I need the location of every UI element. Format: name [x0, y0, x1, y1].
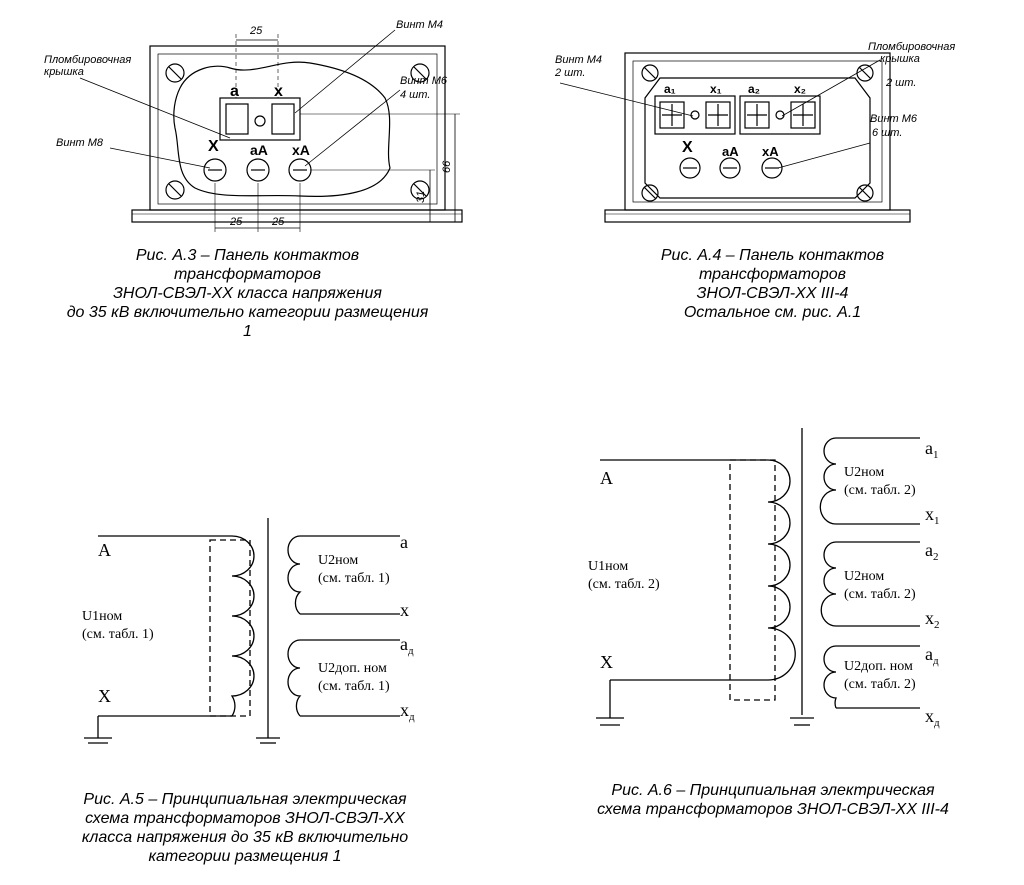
fig3-contact-panel-drawing: 25 25 25 31 66 Пломбировочная крышка Вин… [44, 19, 463, 232]
terminal-aA: аА [250, 142, 268, 158]
label-seal-cover-1: Пломбировочная [44, 54, 131, 66]
u2d-label: U2доп. ном [318, 661, 387, 676]
fig6-schematic: A X U1ном (см. табл. 2) U2ном (см. табл.… [588, 428, 940, 729]
u2-ref: (см. табл. 1) [318, 571, 390, 586]
label-seal-cover-2: крышка [880, 53, 920, 65]
lead-A: A [98, 540, 111, 560]
fig4-caption: Рис. А.4 – Панель контактов трансформато… [660, 247, 885, 321]
label-seal-cover-1: Пломбировочная [868, 41, 955, 53]
terminal-X: Х [682, 139, 693, 156]
terminal-ad: aд [925, 644, 939, 667]
terminal-x2: х₂ [794, 82, 806, 96]
u2-label: U2ном [318, 553, 358, 568]
u2a-ref: (см. табл. 2) [844, 483, 916, 498]
u1-ref: (см. табл. 2) [588, 577, 660, 592]
label-screw-m4: Винт М4 [396, 19, 443, 31]
label-screw-m4-1: Винт М4 [555, 54, 602, 66]
u2b-ref: (см. табл. 2) [844, 587, 916, 602]
fig5-caption: Рис. А.5 – Принципиальная электрическая … [81, 791, 409, 865]
dim-top: 25 [249, 25, 263, 37]
terminal-xd: xд [400, 700, 415, 723]
u2d-ref: (см. табл. 2) [844, 677, 916, 692]
terminal-ad: aд [400, 634, 414, 657]
u2b-label: U2ном [844, 569, 884, 584]
fig5-schematic: A X U1ном (см. табл. 1) U2ном (см. табл.… [82, 518, 415, 744]
label-seal-cover-2: крышка [44, 66, 84, 78]
u2d-label: U2доп. ном [844, 659, 913, 674]
dim-bottom-left: 25 [229, 216, 243, 228]
dim-bottom-right: 25 [271, 216, 285, 228]
fig6-caption: Рис. А.6 – Принципиальная электрическая … [597, 782, 949, 818]
fig4-contact-panel-drawing: Винт М4 2 шт. Пломбировочная крышка 2 шт… [554, 41, 955, 223]
terminal-xd: xд [925, 706, 940, 729]
terminal-a2: а₂ [748, 82, 760, 96]
terminal-x: х [274, 83, 283, 100]
u2d-ref: (см. табл. 1) [318, 679, 390, 694]
terminal-a: a [400, 532, 408, 552]
terminal-aA: аА [722, 144, 739, 159]
dim-height-big: 66 [441, 160, 453, 173]
lead-X: X [600, 652, 613, 672]
terminal-xA: хА [762, 144, 779, 159]
label-screw-m6-2: 4 шт. [400, 89, 430, 101]
label-screw-m6-1: Винт М6 [400, 75, 448, 87]
terminal-x1: х₁ [710, 82, 722, 96]
label-seal-cover-3: 2 шт. [885, 77, 916, 89]
terminal-a: а [230, 83, 239, 100]
u1-label: U1ном [588, 559, 628, 574]
terminal-x: x [400, 600, 409, 620]
terminal-xA: хА [292, 142, 310, 158]
u1-label: U1ном [82, 609, 122, 624]
label-screw-m6-2: 6 шт. [872, 127, 902, 139]
label-screw-m6-1: Винт М6 [870, 113, 918, 125]
terminal-a1: a1 [925, 438, 939, 461]
terminal-a1: а₁ [664, 82, 676, 96]
lead-A: A [600, 468, 613, 488]
label-screw-m8: Винт М8 [56, 137, 104, 149]
lead-X: X [98, 686, 111, 706]
fig3-caption: Рис. А.3 – Панель контактов трансформато… [66, 247, 429, 340]
terminal-x1: x1 [925, 504, 940, 527]
terminal-a2: a2 [925, 540, 939, 563]
terminal-x2: x2 [925, 608, 940, 631]
dim-height-small: 31 [415, 191, 427, 203]
terminal-X: Х [208, 138, 219, 155]
u1-ref: (см. табл. 1) [82, 627, 154, 642]
u2a-label: U2ном [844, 465, 884, 480]
label-screw-m4-2: 2 шт. [554, 67, 585, 79]
